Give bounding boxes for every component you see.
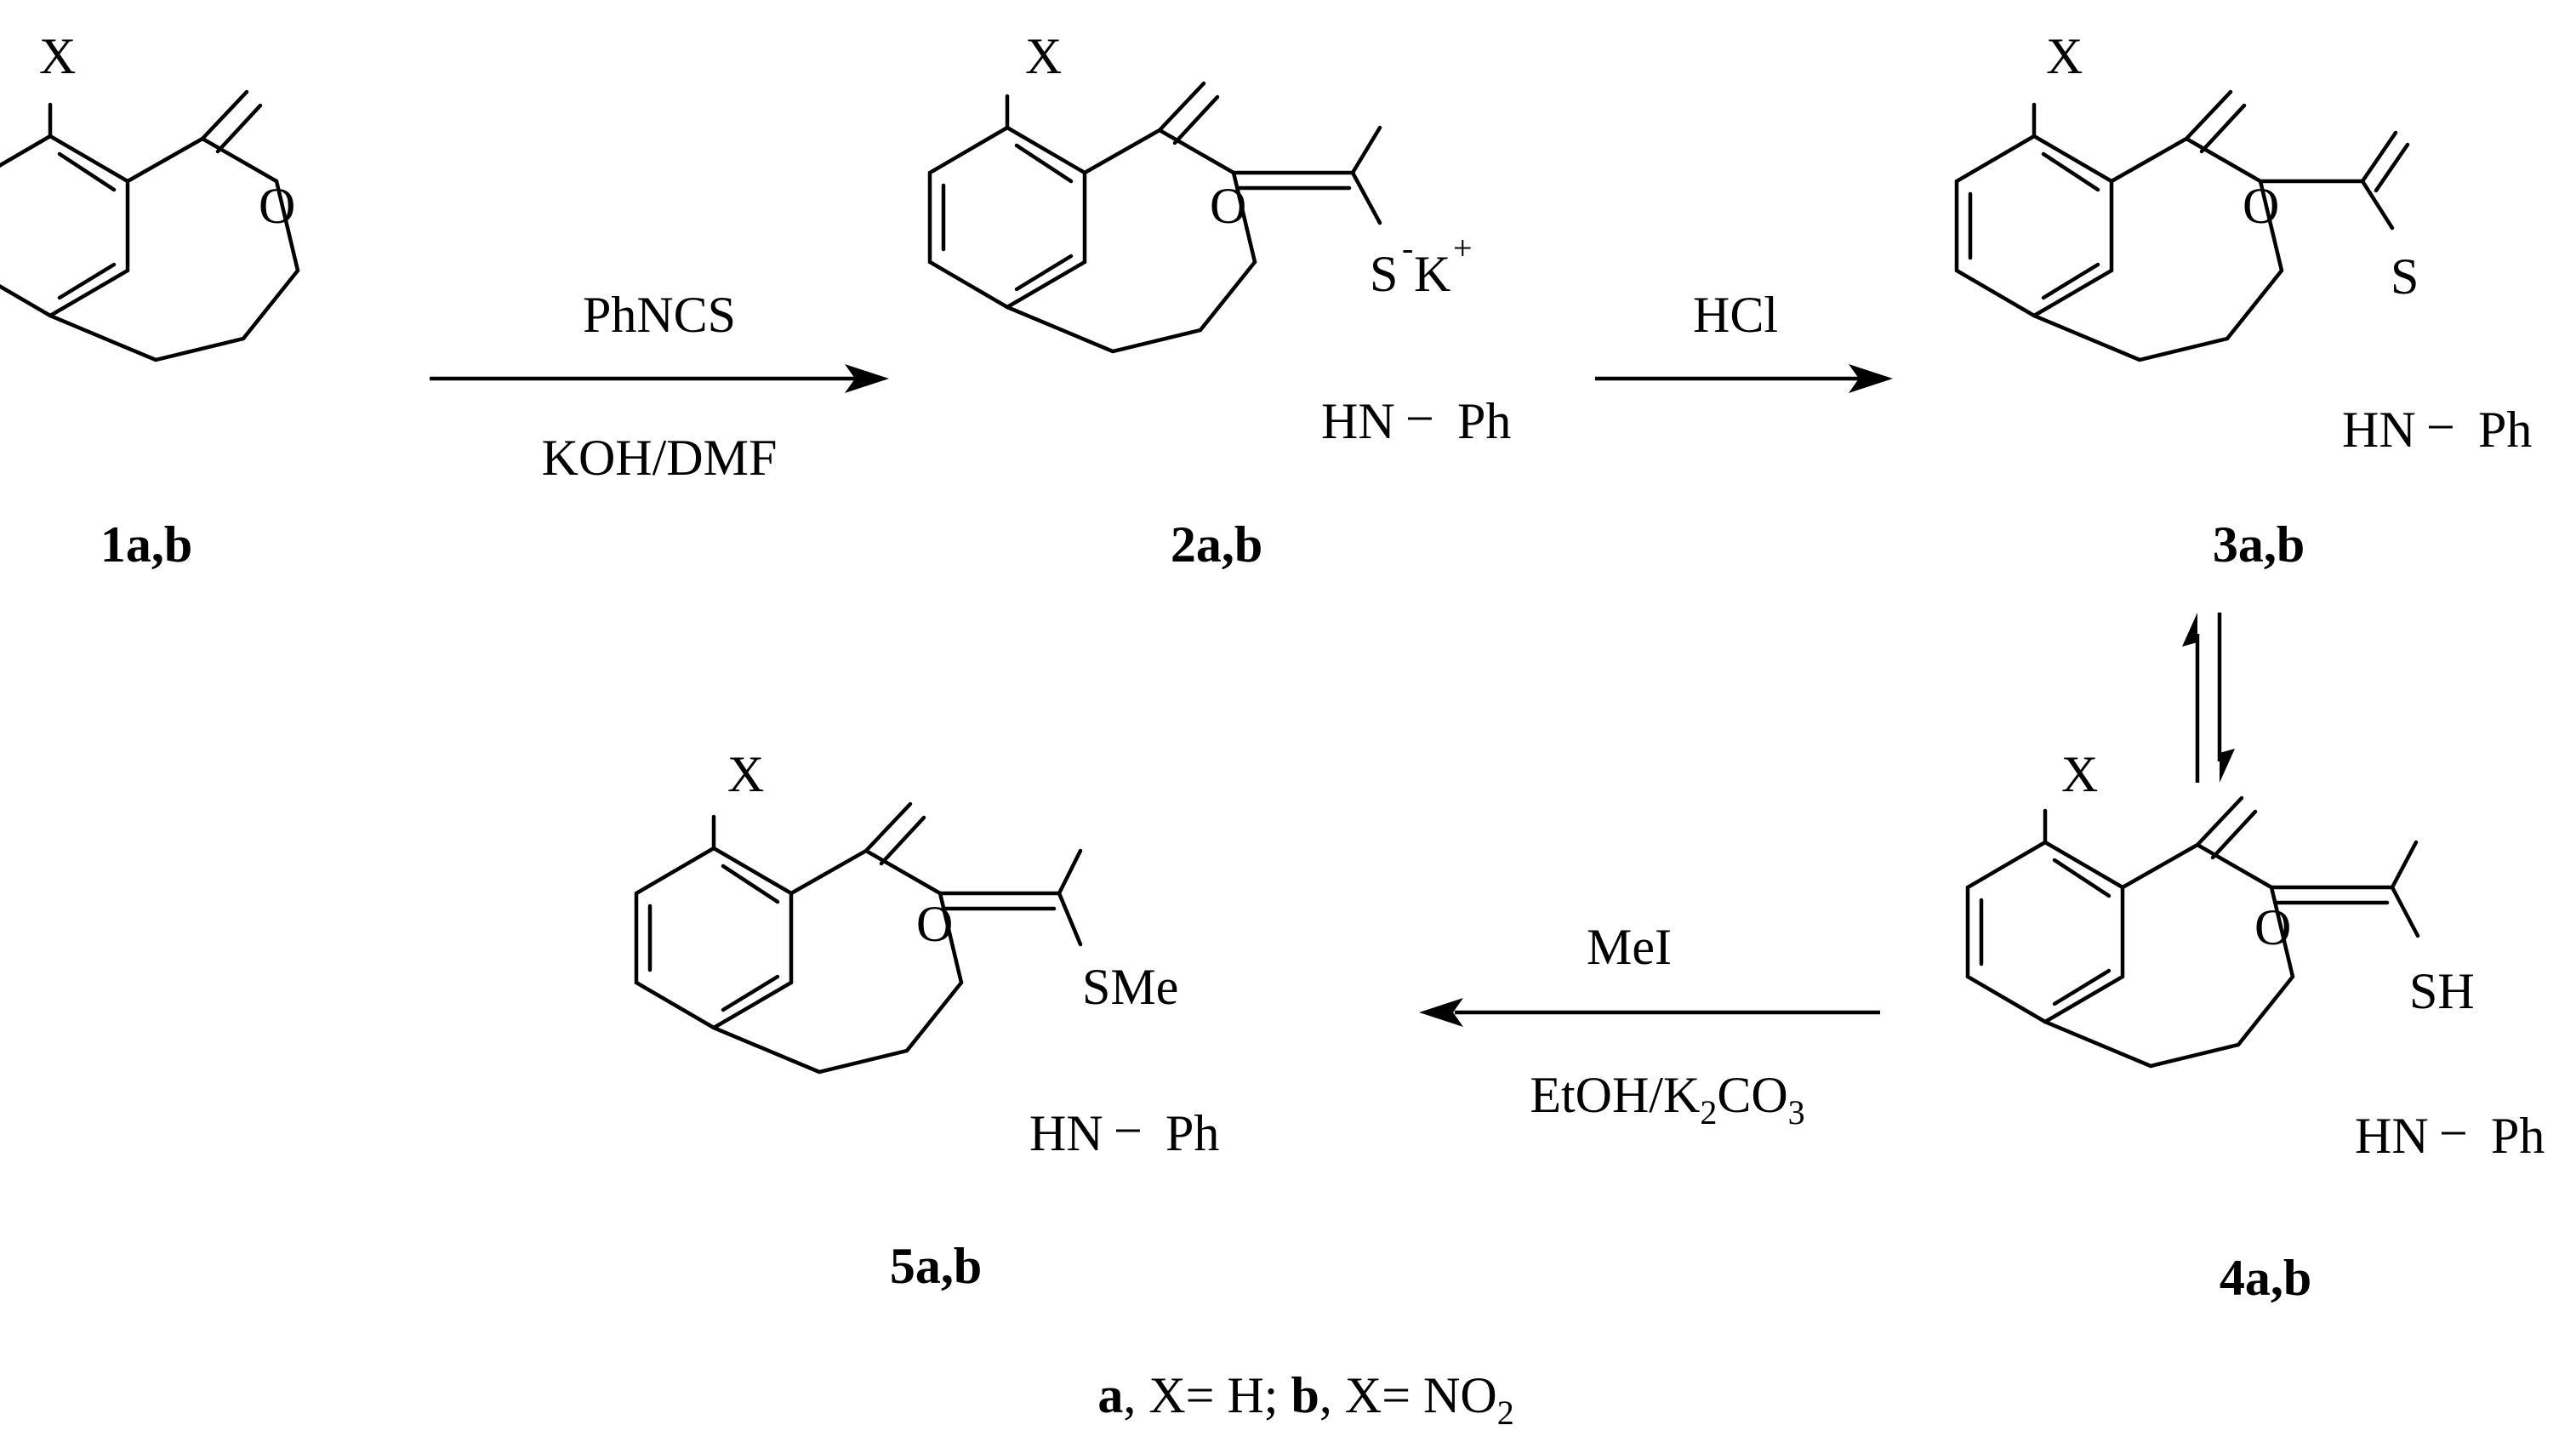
equilibrium-arrows xyxy=(2182,613,2235,783)
amine-nh: HN xyxy=(1029,1105,1103,1161)
thiolate-charge: - xyxy=(1402,229,1413,267)
carbonyl-oxygen: O xyxy=(2254,899,2291,955)
substituent-x: X xyxy=(39,28,76,84)
amine-dash: − xyxy=(2439,1105,2468,1161)
compound-label: 4a,b xyxy=(2220,1250,2311,1306)
reaction-arrow-3: MeI EtOH/K2CO3 xyxy=(1419,919,1880,1132)
compound-label: 2a,b xyxy=(1171,516,1262,573)
compound-1: X O 1a,b xyxy=(0,28,298,573)
compound-label: 1a,b xyxy=(100,516,192,573)
compound-4: X O SH HN − Ph 4a,b xyxy=(1968,746,2545,1306)
substituent-x: X xyxy=(1025,28,1062,84)
amine-nh: HN xyxy=(2355,1108,2429,1164)
compound-label: 3a,b xyxy=(2213,516,2305,573)
amine-dash: − xyxy=(2426,399,2455,455)
carbonyl-oxygen: O xyxy=(2243,178,2279,234)
counterion-charge: + xyxy=(1453,229,1473,267)
thiol-sh: SH xyxy=(2409,963,2475,1019)
phenyl: Ph xyxy=(2491,1108,2545,1164)
amine-nh: HN xyxy=(2342,402,2416,458)
carbonyl-oxygen: O xyxy=(916,896,953,952)
compound-3: X O S HN − Ph 3a,b xyxy=(1957,28,2532,573)
reagent-below: KOH/DMF xyxy=(542,430,778,486)
reagent-below: EtOH/K2CO3 xyxy=(1530,1067,1804,1132)
reaction-arrow-2: HCl xyxy=(1595,287,1893,393)
counterion: K xyxy=(1414,246,1450,302)
amine-dash: − xyxy=(1405,391,1434,447)
carbonyl-oxygen: O xyxy=(259,178,295,234)
thioether-sme: SMe xyxy=(1082,959,1178,1015)
substituent-x: X xyxy=(2061,746,2098,802)
amine-dash: − xyxy=(1114,1103,1143,1159)
reagent-above: PhNCS xyxy=(583,287,736,343)
substituent-x: X xyxy=(727,746,764,802)
footnote-substituents: a, X= H; b, X= NO2 xyxy=(1097,1367,1513,1432)
thione-sulfur: S xyxy=(2391,248,2419,305)
amine-nh: HN xyxy=(1321,393,1395,449)
reagent-above: HCl xyxy=(1693,287,1778,343)
thiolate-sulfur: S xyxy=(1370,246,1398,302)
compound-2: X O S - K + HN − Ph 2a,b xyxy=(930,28,1511,573)
phenyl: Ph xyxy=(2478,402,2532,458)
substituent-x: X xyxy=(2046,28,2083,84)
carbonyl-oxygen: O xyxy=(1210,178,1246,234)
reaction-arrow-1: PhNCS KOH/DMF xyxy=(430,287,889,486)
compound-label: 5a,b xyxy=(890,1238,982,1294)
reagent-above: MeI xyxy=(1587,919,1672,975)
phenyl: Ph xyxy=(1165,1105,1219,1161)
phenyl: Ph xyxy=(1457,393,1511,449)
compound-5: X O SMe HN − Ph 5a,b xyxy=(636,746,1219,1294)
